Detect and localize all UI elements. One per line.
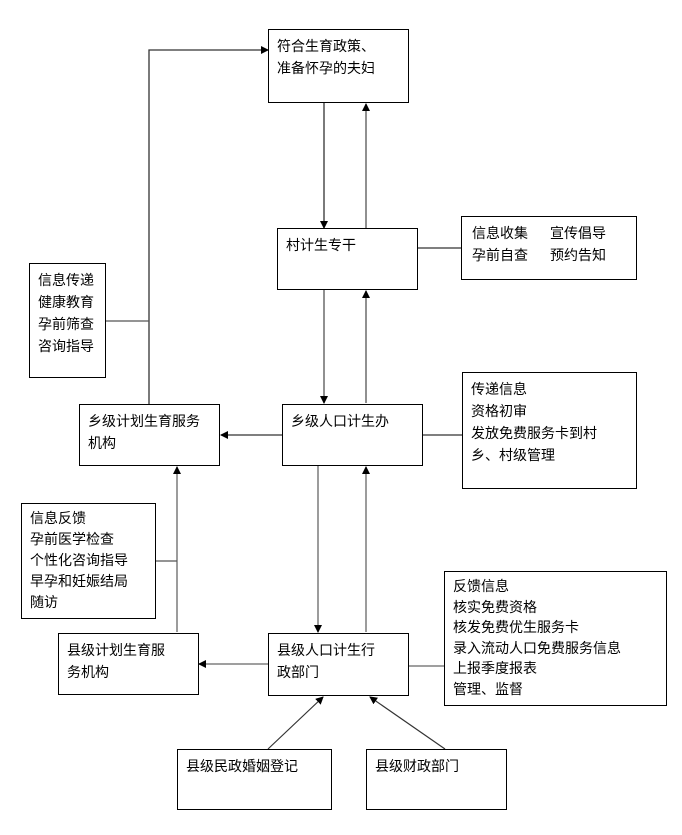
node-text: 孕前筛查 — [38, 317, 94, 333]
node-township-office-tasks: 传递信息 资格初审 发放免费服务卡到村 乡、村级管理 — [462, 372, 637, 489]
node-text: 核实免费资格 — [453, 599, 537, 616]
node-text: 孕前医学检查 — [30, 532, 114, 548]
node-text: 县级财政部门 — [375, 759, 459, 775]
node-county-dept-tasks: 反馈信息 核实免费资格 核发免费优生服务卡 录入流动人口免费服务信息 上报季度报… — [444, 571, 667, 706]
node-county-dept: 县级人口计生行 政部门 — [268, 633, 409, 696]
node-village-tasks: 信息收集 宣传倡导 孕前自查 预约告知 — [461, 216, 637, 280]
node-text: 管理、监督 — [453, 681, 523, 698]
node-text: 县级民政婚姻登记 — [186, 759, 298, 775]
node-text: 准备怀孕的夫妇 — [277, 61, 375, 77]
node-text: 资格初审 — [471, 404, 527, 420]
node-text: 务机构 — [67, 665, 109, 681]
node-village-cadre: 村计生专干 — [277, 228, 418, 290]
node-text: 反馈信息 — [453, 579, 509, 595]
node-text: 信息反馈 — [30, 511, 86, 527]
node-text: 政部门 — [277, 665, 319, 681]
node-text: 孕前自查 — [472, 248, 528, 264]
node-county-service: 县级计划生育服 务机构 — [58, 633, 199, 695]
node-text: 乡级人口计生办 — [291, 414, 389, 430]
node-text: 早孕和妊娠结局 — [30, 574, 128, 590]
node-text: 传递信息 — [471, 382, 527, 398]
arrow-civil-affairs-to-county-dept — [267, 696, 324, 750]
node-text: 机构 — [88, 436, 116, 452]
node-text: 个性化咨询指导 — [30, 553, 128, 569]
node-text: 上报季度报表 — [453, 661, 537, 677]
arrow-township-service-to-couple — [148, 46, 269, 404]
node-text: 信息收集 — [472, 226, 528, 242]
node-text: 随访 — [30, 595, 58, 611]
node-township-service: 乡级计划生育服务 机构 — [79, 404, 220, 466]
node-county-service-tasks: 信息反馈 孕前医学检查 个性化咨询指导 早孕和妊娠结局 随访 — [21, 503, 156, 619]
node-text: 发放免费服务卡到村 — [471, 426, 597, 442]
node-text: 宣传倡导 — [550, 226, 606, 242]
arrow-finance-to-county-dept — [369, 696, 446, 750]
node-text: 录入流动人口免费服务信息 — [453, 640, 621, 657]
node-township-office: 乡级人口计生办 — [282, 404, 423, 466]
node-text: 县级计划生育服 — [67, 643, 165, 659]
node-civil-affairs: 县级民政婚姻登记 — [177, 749, 332, 810]
node-text: 咨询指导 — [38, 339, 94, 355]
node-text: 核发免费优生服务卡 — [453, 620, 579, 636]
node-township-service-tasks: 信息传递 健康教育 孕前筛查 咨询指导 — [29, 263, 106, 378]
node-text: 健康教育 — [38, 295, 94, 311]
node-text: 县级人口计生行 — [277, 643, 375, 659]
node-text: 信息传递 — [38, 273, 94, 289]
node-text: 符合生育政策、 — [277, 39, 375, 55]
task-row: 信息收集 宣传倡导 — [472, 223, 628, 245]
node-finance: 县级财政部门 — [366, 749, 507, 810]
node-text: 乡级计划生育服务 — [88, 414, 200, 430]
node-text: 乡、村级管理 — [471, 448, 555, 464]
task-row: 孕前自查 预约告知 — [472, 245, 628, 267]
node-text: 预约告知 — [550, 248, 606, 264]
node-couple: 符合生育政策、 准备怀孕的夫妇 — [268, 29, 409, 103]
node-text: 村计生专干 — [286, 238, 356, 254]
